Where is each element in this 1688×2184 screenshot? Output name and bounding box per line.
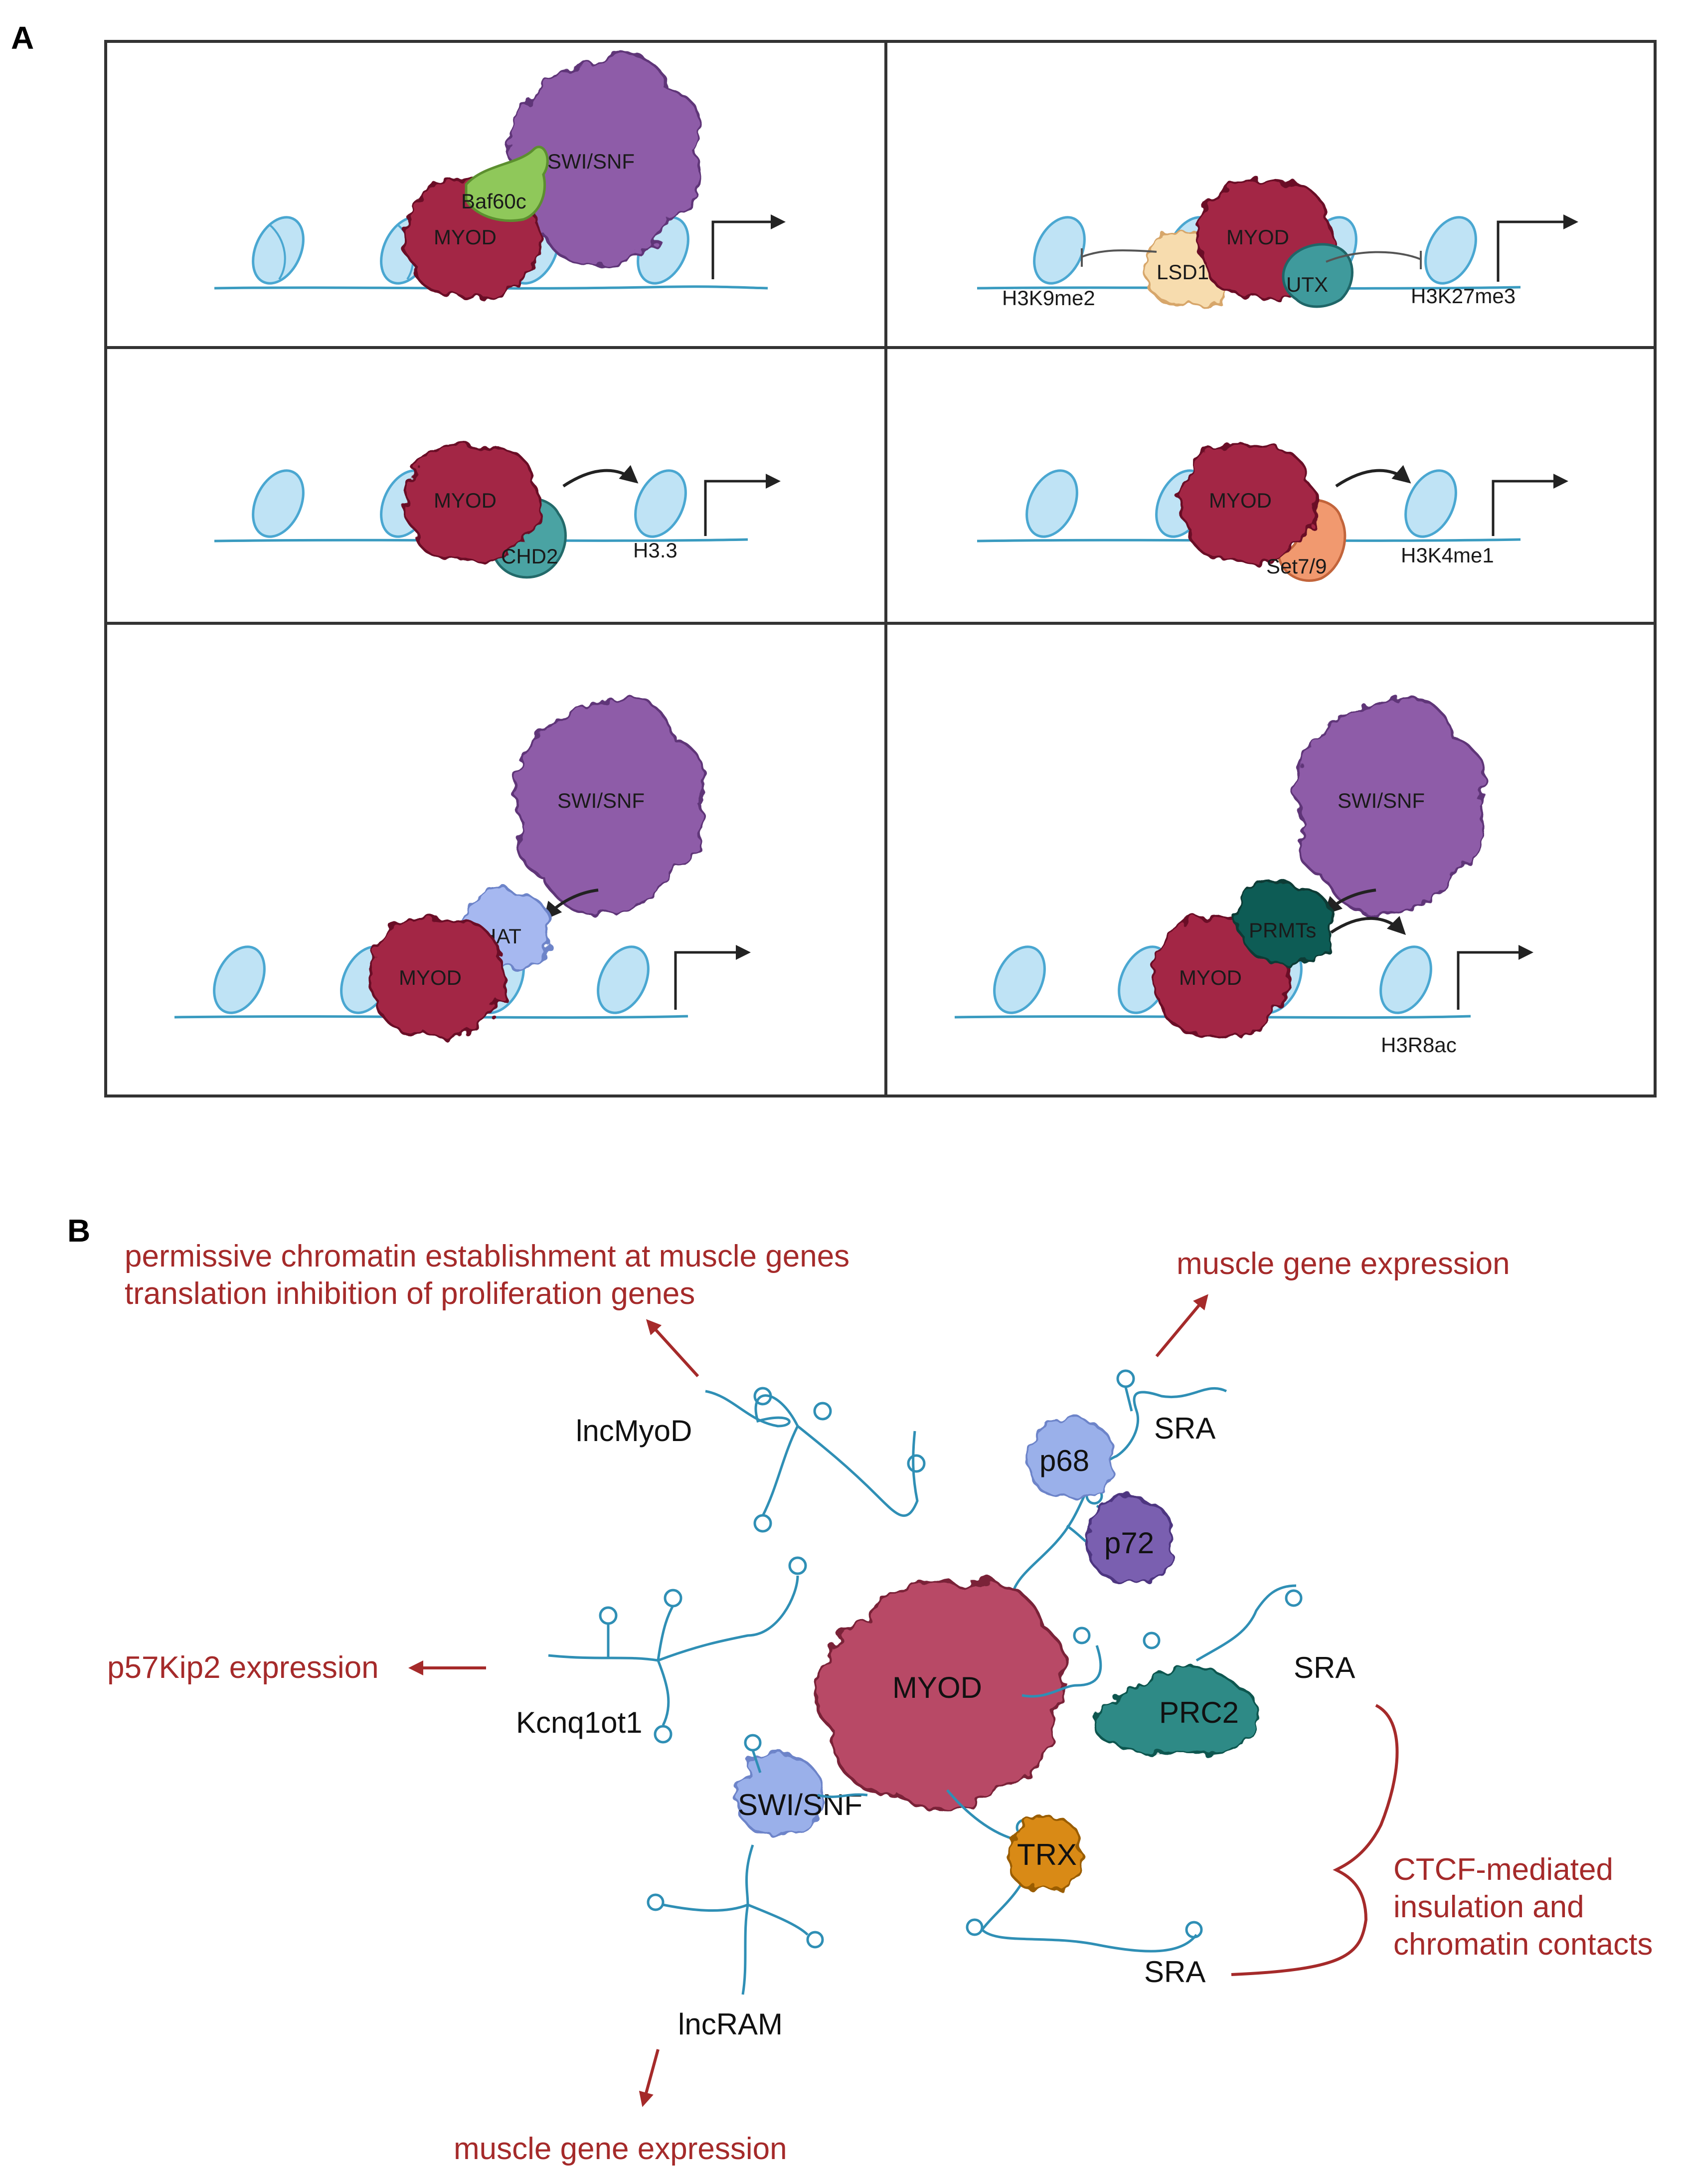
cell-chd2: MYOD CHD2 H3.3 xyxy=(214,442,781,579)
trx-protein xyxy=(1006,1815,1083,1890)
set79-label: Set7/9 xyxy=(1266,554,1327,578)
myod-label: MYOD xyxy=(1179,966,1242,989)
sra-top-out-arrow xyxy=(1155,1294,1208,1357)
tss-arrow xyxy=(674,945,751,1010)
cell-swisnf-baf60c: SWI/SNF MYOD Baf60c xyxy=(214,52,786,301)
swisnf-label: SWI/SNF xyxy=(1338,789,1425,812)
swisnf-label: SWI/SNF xyxy=(547,150,635,173)
myod-main-protein xyxy=(815,1580,1067,1811)
lncmyod-label: lncMyoD xyxy=(576,1414,692,1448)
sra-top-rna xyxy=(1011,1369,1227,1596)
lncram-out-arrow xyxy=(639,2049,660,2107)
cell-lsd1-utx: LSD1 MYOD UTX H3K9me2 H3K27me3 xyxy=(977,178,1578,310)
chd2-label: CHD2 xyxy=(501,545,558,568)
panel-b: lncMyoD permissive chromatin establishme… xyxy=(107,1239,1653,2166)
lsd1-label: LSD1 xyxy=(1157,260,1209,284)
lncmyod-out-arrow xyxy=(646,1319,699,1378)
utx-label: UTX xyxy=(1286,273,1328,296)
h3k9me2-label: H3K9me2 xyxy=(1002,286,1095,310)
cell-swisnf-hat: SWI/SNF HAT MYOD xyxy=(174,696,751,1039)
nucleosome xyxy=(597,945,650,1014)
tss-arrow xyxy=(1457,945,1533,1010)
lncmyod-out-1: permissive chromatin establishment at mu… xyxy=(125,1239,849,1274)
nucleosome xyxy=(1033,216,1086,285)
utx-protein xyxy=(1282,243,1353,308)
tss-arrow xyxy=(704,474,781,536)
prmt-label: PRMTs xyxy=(1249,918,1316,942)
h3k27me3-label: H3K27me3 xyxy=(1411,284,1516,308)
prc2-protein xyxy=(1093,1665,1261,1755)
ctcf-brace xyxy=(1231,1704,1399,1976)
panel-a-grid xyxy=(104,40,1657,1097)
myod-protein xyxy=(1179,442,1317,565)
prc2-rna xyxy=(1021,1584,1303,1698)
lncram-rna xyxy=(647,1734,868,1995)
h3r8ac-label: H3R8ac xyxy=(1381,1033,1457,1057)
h33-label: H3.3 xyxy=(633,539,677,562)
p68-protein xyxy=(1026,1415,1115,1498)
nucleosome xyxy=(1404,469,1457,538)
myod-protein xyxy=(368,916,507,1039)
myod-label: MYOD xyxy=(434,489,497,512)
nucleosome xyxy=(213,945,266,1014)
sra-bottom-label: SRA xyxy=(1144,1955,1205,1989)
nucleosome xyxy=(1025,469,1078,538)
nucleosome xyxy=(252,469,305,538)
deposit-arrow xyxy=(562,465,639,488)
lncmyod-out-2: translation inhibition of proliferation … xyxy=(125,1276,695,1311)
prc2-label: PRC2 xyxy=(1159,1696,1239,1729)
cell-set79: MYOD Set7/9 H3K4me1 xyxy=(977,442,1568,582)
swisnf-complex xyxy=(1293,696,1487,915)
kcnq1ot1-label: Kcnq1ot1 xyxy=(516,1706,643,1739)
swisnf-small-protein xyxy=(735,1751,823,1835)
methylation-arrow xyxy=(1335,465,1411,488)
swisnf-complex xyxy=(513,696,706,915)
ctcf-out-3: chromatin contacts xyxy=(1393,1927,1653,1962)
sra-mid-label: SRA xyxy=(1294,1651,1355,1684)
nucleosome xyxy=(634,469,687,538)
tss-arrow xyxy=(1497,214,1578,282)
p68-label: p68 xyxy=(1039,1444,1089,1477)
sra-top-out: muscle gene expression xyxy=(1177,1247,1510,1281)
sra-top-label: SRA xyxy=(1154,1412,1215,1445)
ctcf-out-1: CTCF-mediated xyxy=(1393,1852,1613,1887)
swisnf-small-label: SWI/SNF xyxy=(738,1788,862,1821)
h3k4me1-label: H3K4me1 xyxy=(1401,544,1494,567)
nucleosome xyxy=(1424,216,1477,285)
kcnq1ot1-rna xyxy=(548,1556,807,1744)
panel-label-b: B xyxy=(67,1213,90,1249)
baf60c-protein xyxy=(465,146,549,222)
p72-label: p72 xyxy=(1104,1526,1154,1560)
nucleosome xyxy=(252,216,305,285)
myod-label: MYOD xyxy=(434,225,497,249)
ctcf-out-2: insulation and xyxy=(1393,1890,1584,1924)
myod-label: MYOD xyxy=(399,966,462,989)
p72-protein xyxy=(1086,1494,1175,1583)
myod-protein xyxy=(403,442,542,565)
lncram-label: lncRAM xyxy=(678,2007,783,2041)
myod-label: MYOD xyxy=(1209,489,1272,512)
trx-label: TRX xyxy=(1017,1838,1077,1871)
inhibit-h3k27 xyxy=(1326,251,1421,263)
lncmyod-rna xyxy=(705,1387,926,1533)
panel-label-a: A xyxy=(11,20,34,56)
myod-main-label: MYOD xyxy=(892,1671,982,1704)
lncram-out: muscle gene expression xyxy=(454,2132,787,2166)
methylation-arrow xyxy=(1330,915,1406,935)
tss-arrow xyxy=(711,214,786,279)
recruit-arrow xyxy=(543,889,599,920)
dna-strand xyxy=(214,285,768,290)
kcnq-out: p57Kip2 expression xyxy=(107,1650,379,1685)
baf60c-label: Baf60c xyxy=(461,189,526,213)
myod-label: MYOD xyxy=(1226,225,1289,249)
cell-swisnf-prmt: SWI/SNF MYOD PRMTs H3R8ac xyxy=(954,696,1533,1057)
prmt-protein xyxy=(1236,880,1334,966)
nucleosome xyxy=(993,945,1046,1014)
inhibit-h3k9 xyxy=(1081,249,1157,258)
tss-arrow xyxy=(1492,474,1568,536)
nucleosome xyxy=(1379,945,1432,1014)
swisnf-label: SWI/SNF xyxy=(557,789,645,812)
